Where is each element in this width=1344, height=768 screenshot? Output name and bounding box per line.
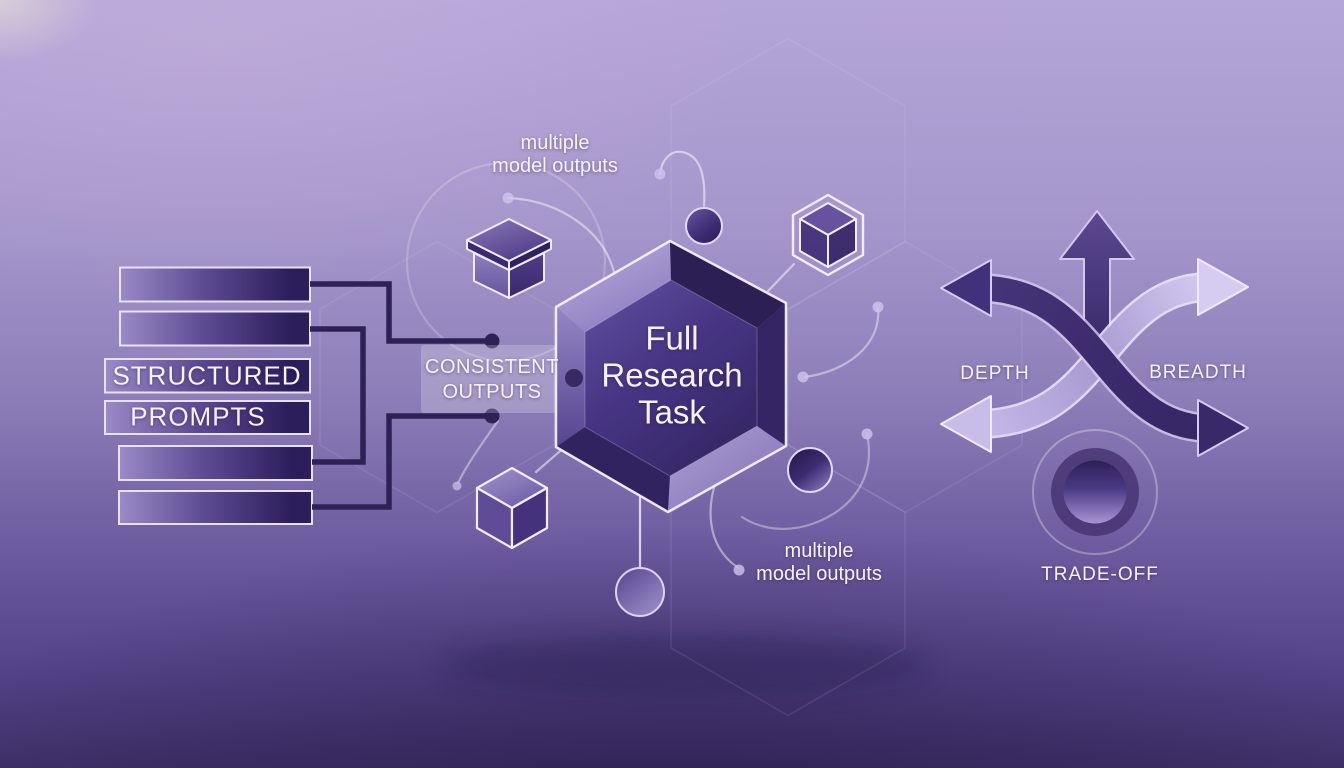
hexagon-title: Full Research Task	[601, 319, 743, 431]
tradeoff-sphere	[1063, 460, 1127, 524]
consistent-outputs-label: CONSISTENT OUTPUTS	[425, 355, 559, 405]
depth-label: DEPTH	[960, 363, 1030, 384]
connector-bracket	[310, 326, 366, 465]
connector-dots	[484, 333, 500, 424]
prompt-bar	[119, 310, 311, 347]
cube-icon-top-right	[791, 193, 865, 277]
tradeoff-outer-ring	[1032, 429, 1158, 555]
hex-edge-dot	[565, 369, 583, 387]
curve-right-pair	[802, 305, 880, 379]
prompts-label: PROMPTS	[130, 401, 266, 432]
hex-facet-bottom-right	[668, 426, 786, 512]
hex-facet-right	[757, 303, 786, 446]
tradeoff-label: TRADE-OFF	[1041, 564, 1159, 585]
outputs-line: OUTPUTS	[442, 381, 542, 403]
top-outputs-note: multiple model outputs	[492, 132, 618, 177]
cube-icon-bottom-left	[475, 466, 549, 550]
prompt-bar	[119, 266, 311, 303]
curve-small-left	[456, 419, 500, 485]
cube-right-face	[510, 486, 549, 550]
box-icon	[466, 218, 552, 299]
circle-node-bottom	[615, 567, 665, 617]
node-dot	[733, 564, 745, 576]
node-dot	[872, 301, 884, 313]
node-dot	[502, 192, 514, 204]
cube-right-face	[827, 218, 857, 268]
consistent-band	[421, 345, 588, 413]
shuffle-arrows	[940, 210, 1249, 457]
hex-outline	[554, 239, 788, 514]
sphere-node-right	[787, 447, 833, 493]
connector-lines	[310, 281, 487, 510]
bottom-outputs-note: multiple model outputs	[756, 540, 882, 585]
breadth-label: BREADTH	[1149, 362, 1247, 383]
tradeoff-rings	[1032, 429, 1158, 555]
hexagon-gem	[554, 239, 788, 514]
prompt-bar	[104, 400, 311, 435]
connector-top	[310, 281, 487, 344]
prompt-bar	[118, 445, 313, 481]
curve-hook	[658, 150, 706, 208]
node-dot	[452, 481, 462, 491]
cube-outer-outline	[791, 193, 865, 277]
depth-arrowhead-left	[940, 259, 992, 317]
node-dot	[797, 371, 809, 383]
depth-arrowhead-right	[1197, 399, 1249, 457]
prompt-bars	[104, 266, 313, 525]
hex-facet-top-right	[670, 241, 786, 328]
hex-facet-top-left	[556, 241, 671, 332]
hexagon-shadow	[440, 635, 930, 695]
box-lid-top	[466, 218, 552, 262]
depth-band	[981, 275, 1208, 441]
halo-ring	[405, 161, 607, 363]
breadth-arrowhead-right	[1197, 258, 1249, 316]
consistent-line: CONSISTENT	[425, 356, 559, 378]
curve-right-big	[740, 432, 870, 530]
prompt-bar	[118, 490, 313, 525]
hex-facet-bottom-left	[556, 427, 670, 512]
sphere-node-top	[685, 207, 723, 245]
structured-label: STRUCTURED	[112, 360, 302, 391]
connector-bottom	[312, 413, 487, 510]
breadth-arrowhead-left	[940, 395, 992, 453]
node-dot	[654, 168, 666, 180]
link-to-cube	[766, 262, 796, 293]
prompt-bar	[104, 358, 311, 394]
hex-inner-face	[584, 279, 758, 477]
connector-dot	[484, 333, 500, 349]
connector-dot	[484, 408, 500, 424]
node-dot	[861, 428, 873, 440]
